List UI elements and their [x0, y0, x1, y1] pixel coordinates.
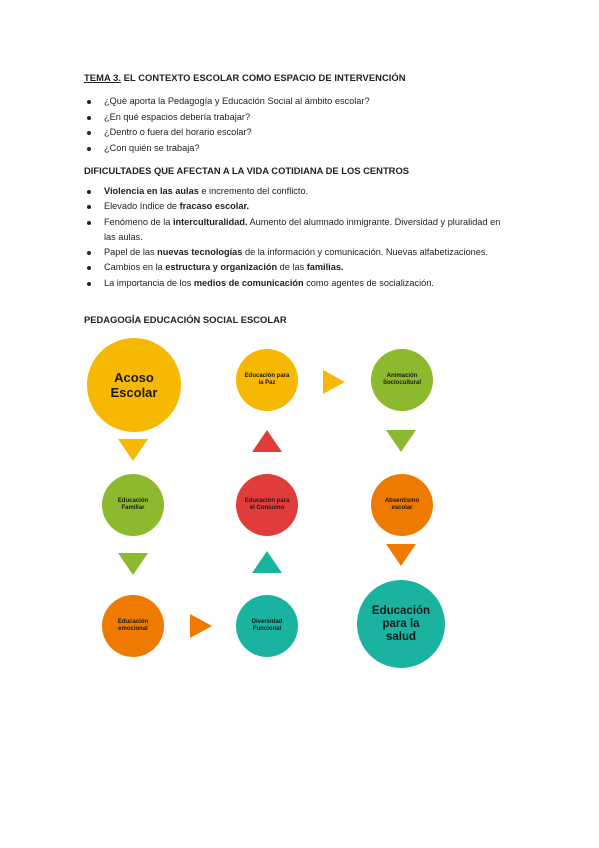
title-text: EL CONTEXTO ESCOLAR COMO ESPACIO DE INTE…: [120, 72, 406, 83]
arrow-up: [252, 551, 282, 573]
node-educacion-consumo: Educación para el Consumo: [236, 474, 298, 536]
list-item: Cambios en la estructura y organización …: [84, 260, 504, 275]
node-educacion-paz: Educación para la Paz: [236, 349, 298, 411]
arrow-up: [252, 430, 282, 452]
difficulties-list: Violencia en las aulas e incremento del …: [84, 184, 504, 291]
arrow-right: [190, 614, 212, 638]
tema-label: TEMA 3.: [84, 72, 121, 83]
list-item: Elevado índice de fracaso escolar.: [84, 199, 504, 214]
list-item: ¿En qué espacios debería trabajar?: [84, 110, 504, 126]
node-diversidad-funcional: Diversidad Funcional: [236, 595, 298, 657]
list-item: La importancia de los medios de comunica…: [84, 276, 504, 291]
document-title: TEMA 3. EL CONTEXTO ESCOLAR COMO ESPACIO…: [84, 72, 406, 83]
node-animacion-sociocultural: Animación Sociocultural: [371, 349, 433, 411]
arrow-down: [386, 544, 416, 566]
list-item: Violencia en las aulas e incremento del …: [84, 184, 504, 199]
node-educacion-salud: Educación para la salud: [357, 580, 445, 668]
node-acoso-escolar: Acoso Escolar: [87, 338, 181, 432]
node-educacion-emocional: Educación emocional: [102, 595, 164, 657]
arrow-down: [118, 439, 148, 461]
arrow-right: [323, 370, 345, 394]
list-item: ¿Con quién se trabaja?: [84, 141, 504, 157]
arrow-down: [118, 553, 148, 575]
section-heading-dificultades: DIFICULTADES QUE AFECTAN A LA VIDA COTID…: [84, 165, 409, 176]
list-item: Fenómeno de la interculturalidad. Aument…: [84, 215, 504, 246]
questions-list: ¿Qué aporta la Pedagogía y Educación Soc…: [84, 94, 504, 156]
node-absentismo-escolar: Absentismo escolar: [371, 474, 433, 536]
list-item: Papel de las nuevas tecnologías de la in…: [84, 245, 504, 260]
section-heading-pedagogia: PEDAGOGÍA EDUCACIÓN SOCIAL ESCOLAR: [84, 314, 287, 325]
arrow-down: [386, 430, 416, 452]
node-educacion-familiar: Educación Familiar: [102, 474, 164, 536]
list-item: ¿Qué aporta la Pedagogía y Educación Soc…: [84, 94, 504, 110]
list-item: ¿Dentro o fuera del horario escolar?: [84, 125, 504, 141]
